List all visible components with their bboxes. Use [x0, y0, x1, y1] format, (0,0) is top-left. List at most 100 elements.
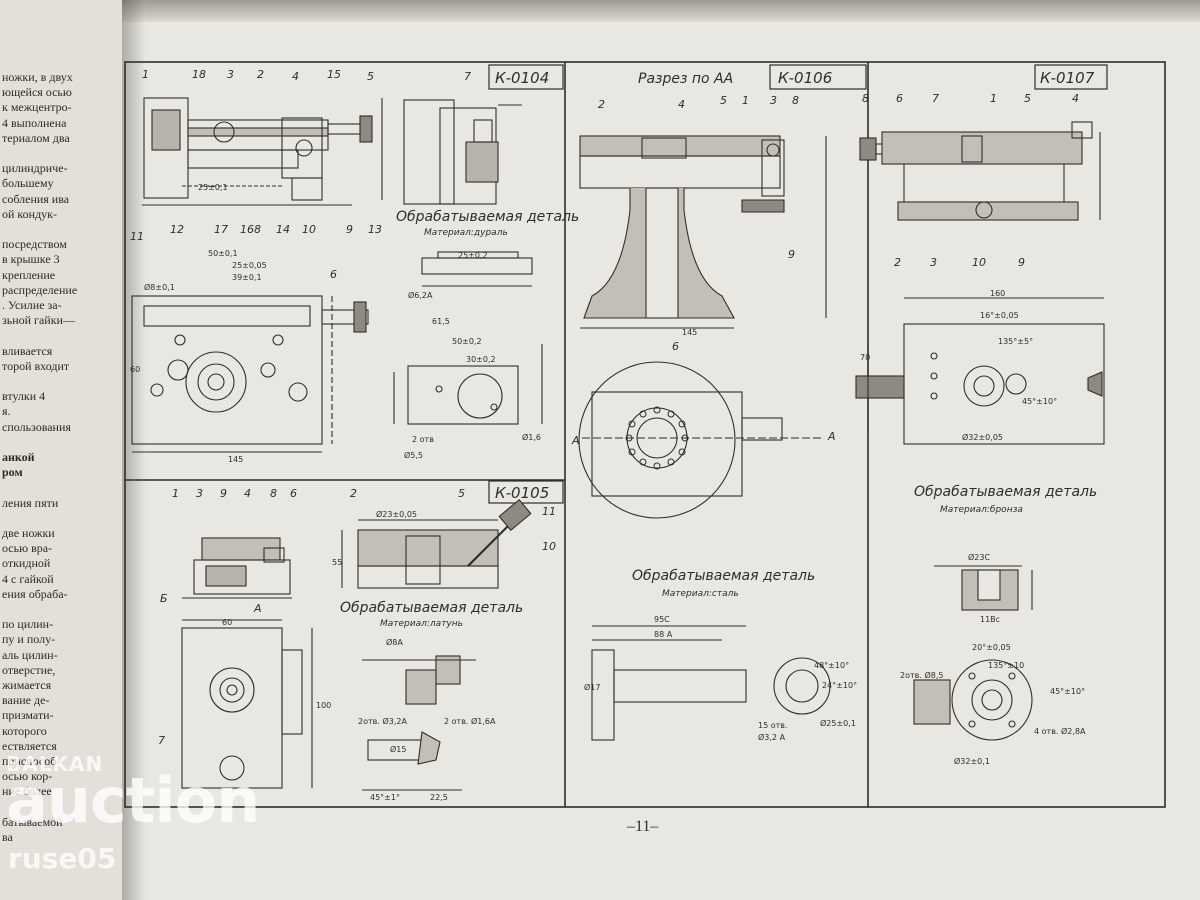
cell-k0104-code-box: К-0104: [488, 64, 564, 90]
cell-k0105-callouts: 1 3 9 4 8 6 2 5 11 10 7 А Б: [158, 487, 556, 747]
left-page-text-line: я.: [2, 404, 11, 419]
watermark-line-2: auction: [6, 764, 260, 837]
watermark-line-3: ruse05: [8, 842, 117, 875]
svg-text:9: 9: [220, 487, 227, 500]
left-page-text-line: приспособ-: [2, 754, 61, 768]
svg-text:Ø8А: Ø8А: [386, 637, 403, 647]
left-page-text-line: вливается: [2, 343, 53, 358]
cell-k0105-code-box: К-0105: [488, 480, 564, 504]
svg-text:11: 11: [130, 230, 144, 243]
left-page-text-line: собления ива: [2, 191, 70, 206]
svg-text:22,5: 22,5: [430, 793, 448, 802]
svg-text:5: 5: [367, 70, 374, 83]
svg-text:1: 1: [742, 94, 749, 107]
svg-text:135°±10: 135°±10: [988, 661, 1024, 670]
page-top-edge: [122, 0, 1200, 22]
left-page-text-line: цилиндриче-: [2, 161, 68, 176]
left-page-text-line: териалом два: [2, 130, 70, 145]
svg-text:Ø8±0,1: Ø8±0,1: [144, 282, 175, 292]
cell-k0105: [181, 498, 532, 791]
left-page-text-line: вание де-: [2, 693, 50, 708]
cell-k0105-part-title: Обрабатываемая деталь: [340, 600, 523, 616]
cell-k0107-material: Материал:бронза: [940, 505, 1023, 515]
svg-text:Ø32±0,05: Ø32±0,05: [962, 432, 1003, 442]
left-page-text-line: ения обраба-: [2, 586, 68, 601]
drawing-sheet: К-0104 К-0105 К-0106 К-0107: [124, 61, 1166, 808]
svg-text:4: 4: [244, 487, 251, 500]
svg-text:145: 145: [228, 455, 243, 464]
svg-text:10: 10: [972, 256, 986, 269]
svg-text:Ø17: Ø17: [584, 682, 600, 692]
svg-text:45°±10°: 45°±10°: [1050, 687, 1085, 696]
left-page-text-line: пу и полу-: [2, 632, 56, 647]
left-page-text-line: 4 выполнена: [2, 115, 67, 130]
svg-text:39±0,1: 39±0,1: [232, 273, 262, 282]
left-page-text-line: осью кор-: [2, 769, 53, 784]
left-page-text-line: откидной: [2, 556, 51, 571]
left-page-text-line: отверстие,: [2, 662, 56, 677]
left-page-text-line: призмати-: [2, 708, 54, 723]
svg-text:Ø6,2А: Ø6,2А: [408, 290, 433, 300]
left-page-text-line: в крышке 3: [2, 252, 60, 267]
left-page-text-line: ющейся осью: [2, 85, 72, 100]
svg-text:2отв. Ø8,5: 2отв. Ø8,5: [900, 670, 943, 680]
svg-text:70: 70: [860, 353, 870, 362]
svg-text:3: 3: [227, 68, 234, 81]
svg-text:6: 6: [330, 268, 337, 281]
svg-text:16: 16: [240, 223, 254, 236]
left-page-text-line: ой кондук-: [2, 206, 57, 221]
svg-text:8: 8: [862, 92, 869, 105]
cell-k0104-part-title: Обрабатываемая деталь: [396, 209, 579, 225]
svg-text:95С: 95С: [654, 615, 670, 624]
cell-k0105-material: Материал:латунь: [380, 619, 463, 629]
left-page-text-line: по цилин-: [2, 617, 54, 632]
svg-text:3: 3: [770, 94, 777, 107]
left-page-text-line: две ножки: [2, 526, 55, 540]
left-page-text-line: осью вра-: [2, 541, 53, 556]
left-page-text-line: ления пяти: [2, 495, 59, 510]
svg-text:3: 3: [196, 487, 203, 500]
svg-text:16°±0,05: 16°±0,05: [980, 311, 1019, 320]
svg-text:20°±0,05: 20°±0,05: [972, 643, 1011, 652]
svg-text:45°±1°: 45°±1°: [370, 793, 400, 802]
svg-text:8: 8: [270, 487, 277, 500]
svg-text:2: 2: [598, 98, 605, 111]
svg-text:50±0,1: 50±0,1: [208, 249, 238, 258]
svg-text:9: 9: [788, 248, 795, 261]
cell-k0107-code: К-0107: [1040, 69, 1095, 87]
cell-k0107-callouts: 8 6 7 1 5 4 2 3 10 9: [862, 92, 1079, 269]
cell-k0106-dims: 145 95С 88 А Ø17 15 отв. Ø3,2 А Ø25±0,1 …: [584, 328, 857, 742]
cell-k0106-section: Разрез по АА: [638, 71, 733, 87]
svg-text:160: 160: [990, 289, 1005, 298]
svg-text:60: 60: [222, 618, 232, 627]
svg-text:5: 5: [1024, 92, 1031, 105]
svg-text:7: 7: [464, 70, 471, 83]
svg-text:135°±5°: 135°±5°: [998, 337, 1033, 346]
left-page-text-line: распределение: [2, 282, 78, 297]
svg-text:10: 10: [302, 223, 316, 236]
svg-text:12: 12: [170, 223, 184, 236]
svg-text:2: 2: [350, 487, 357, 500]
svg-text:Ø5,5: Ø5,5: [404, 450, 423, 460]
svg-text:Ø23±0,05: Ø23±0,05: [376, 509, 417, 519]
svg-text:24°±10°: 24°±10°: [822, 681, 857, 690]
svg-text:13: 13: [368, 223, 382, 236]
cell-k0107-dims: 160 16°±0,05 135°±5° 45°±10° 70 Ø32±0,05…: [860, 289, 1086, 766]
left-page-text-line: большему: [2, 176, 54, 191]
cell-k0104: [131, 97, 543, 453]
cell-k0106-code-box: К-0106: [769, 64, 867, 90]
svg-text:Ø3,2 А: Ø3,2 А: [758, 732, 786, 742]
cell-k0107-part-title: Обрабатываемая деталь: [914, 484, 1097, 500]
left-page-text-line: 4 с гайкой: [2, 571, 54, 586]
svg-text:18: 18: [192, 68, 206, 81]
svg-text:2: 2: [894, 256, 901, 269]
cell-k0104-dims: 25±0,1 50±0,1 25±0,05 39±0,1 145 60 2 от…: [130, 183, 541, 464]
svg-text:11Вс: 11Вс: [980, 615, 1000, 624]
svg-text:5: 5: [720, 94, 727, 107]
svg-text:2 отв. Ø1,6А: 2 отв. Ø1,6А: [444, 716, 496, 726]
svg-text:4: 4: [678, 98, 685, 111]
cell-k0106-part-title: Обрабатываемая деталь: [632, 568, 815, 584]
svg-text:1: 1: [172, 487, 179, 500]
left-page-text-line: втулки 4: [2, 389, 46, 404]
